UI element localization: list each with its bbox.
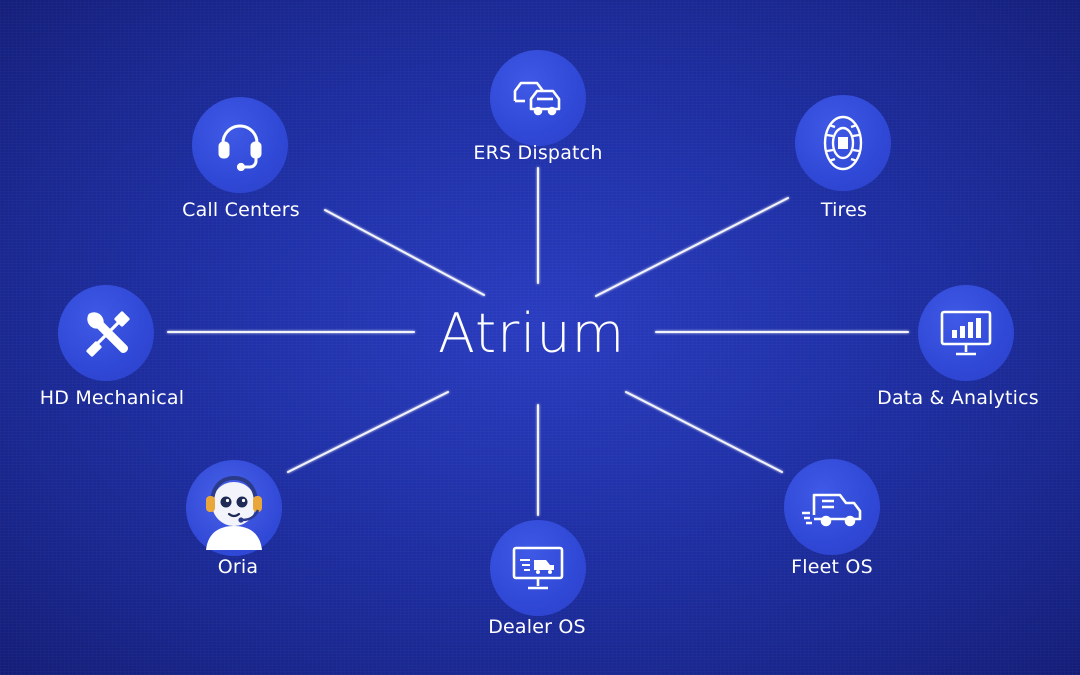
tire-icon	[823, 115, 863, 171]
line-tires	[595, 197, 789, 297]
data-analytics-node[interactable]	[918, 285, 1014, 381]
ers-dispatch-node[interactable]	[490, 50, 586, 146]
data-analytics-label: Data & Analytics	[877, 387, 1039, 409]
dealer-os-label: Dealer OS	[488, 616, 586, 638]
call-centers-label: Call Centers	[182, 199, 300, 221]
line-oria	[287, 391, 449, 473]
oria-node[interactable]	[186, 460, 282, 556]
robot-avatar-icon	[206, 475, 262, 550]
truck-icon	[802, 493, 862, 527]
monitor-truck-icon	[512, 546, 564, 590]
hd-mechanical-node[interactable]	[58, 285, 154, 381]
dealer-os-node[interactable]	[490, 520, 586, 616]
hd-mechanical-label: HD Mechanical	[39, 387, 185, 409]
monitor-chart-icon	[940, 310, 992, 356]
ers-dispatch-label: ERS Dispatch	[473, 142, 603, 164]
tires-node[interactable]	[795, 95, 891, 191]
headset-icon	[218, 124, 262, 171]
fleet-os-label: Fleet OS	[791, 556, 873, 578]
tires-label: Tires	[820, 199, 868, 221]
wrench-screwdriver-icon	[86, 311, 130, 357]
line-fleet-os	[625, 391, 783, 473]
atrium-title: Atrium	[438, 302, 626, 365]
cars-icon	[513, 81, 561, 116]
oria-label: Oria	[217, 556, 259, 578]
fleet-os-node[interactable]	[784, 459, 880, 555]
call-centers-node[interactable]	[192, 97, 288, 193]
line-call-centers	[324, 209, 485, 296]
